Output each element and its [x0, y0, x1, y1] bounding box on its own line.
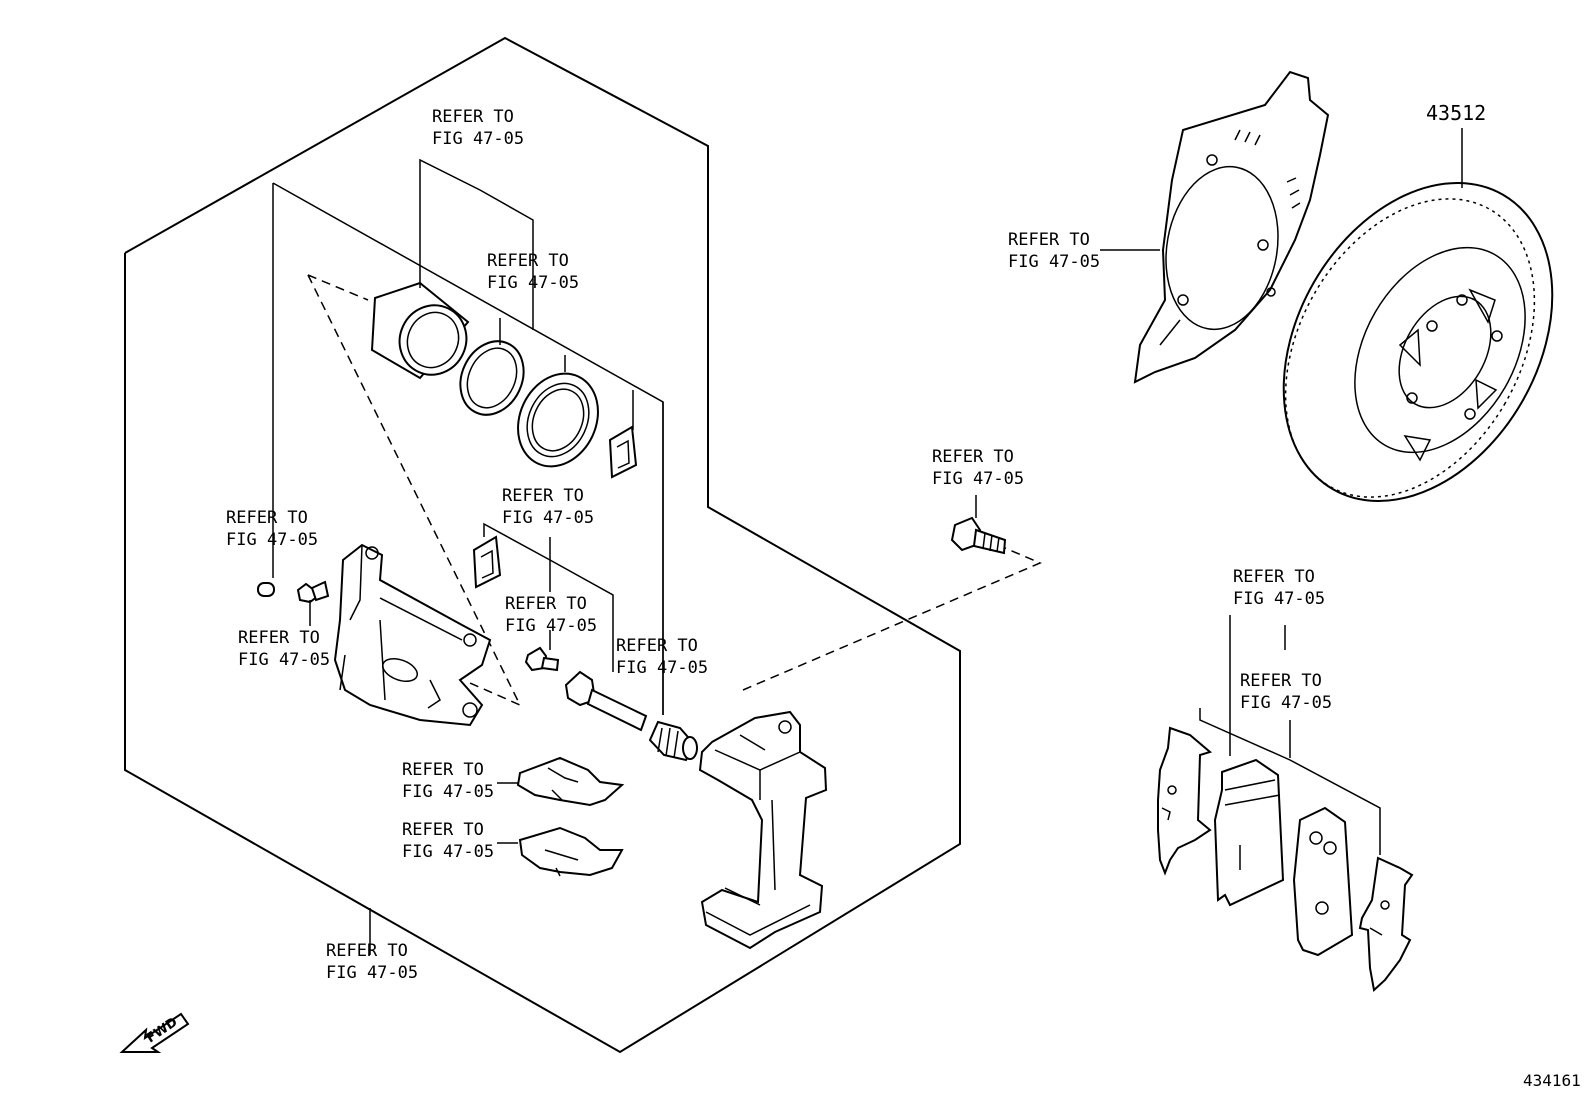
alignment-dash-left	[307, 274, 369, 301]
svg-text:FIG 47-05: FIG 47-05	[226, 530, 318, 550]
brake-rotor	[1282, 182, 1554, 502]
grease-pack-lower	[472, 535, 502, 589]
svg-text:REFER TO: REFER TO	[505, 594, 587, 614]
callout-caliper-assembly[interactable]: REFER TO FIG 47-05	[326, 941, 418, 983]
svg-text:FIG 47-05: FIG 47-05	[402, 842, 494, 862]
callout-pad-kit[interactable]: REFER TO FIG 47-05	[1233, 567, 1325, 609]
svg-text:REFER TO: REFER TO	[1240, 671, 1322, 691]
callout-bleeder-plug[interactable]: REFER TO FIG 47-05	[238, 628, 330, 670]
svg-text:FIG 47-05: FIG 47-05	[1008, 252, 1100, 272]
pad-clip-upper	[516, 756, 625, 807]
caliper-mounting-bracket	[698, 710, 828, 950]
svg-text:REFER TO: REFER TO	[616, 636, 698, 656]
svg-text:FIG 47-05: FIG 47-05	[326, 963, 418, 983]
dust-shield	[1133, 70, 1330, 384]
callout-slide-pin[interactable]: REFER TO FIG 47-05	[616, 636, 708, 678]
slide-pin	[564, 670, 648, 732]
pad-shim-outer	[1157, 726, 1213, 876]
svg-text:FIG 47-05: FIG 47-05	[932, 469, 1024, 489]
svg-text:REFER TO: REFER TO	[932, 447, 1014, 467]
brake-pad-outer	[1213, 758, 1285, 907]
pad-shim-inner	[1358, 856, 1414, 992]
svg-text:REFER TO: REFER TO	[1233, 567, 1315, 587]
svg-text:REFER TO: REFER TO	[238, 628, 320, 648]
svg-text:FIG 47-05: FIG 47-05	[238, 650, 330, 670]
callout-bleeder-cap[interactable]: REFER TO FIG 47-05	[226, 508, 318, 550]
leader-line	[1199, 708, 1381, 855]
callout-mount-bolt[interactable]: REFER TO FIG 47-05	[932, 447, 1024, 489]
piston	[370, 281, 470, 380]
svg-text:REFER TO: REFER TO	[402, 820, 484, 840]
rotor-part-number[interactable]: 43512	[1426, 101, 1486, 125]
svg-text:REFER TO: REFER TO	[502, 486, 584, 506]
grease-pack-upper	[608, 425, 638, 479]
svg-text:FIG 47-05: FIG 47-05	[432, 129, 524, 149]
caliper-body	[333, 543, 492, 727]
brake-pad-inner	[1292, 806, 1354, 957]
svg-text:FIG 47-05: FIG 47-05	[616, 658, 708, 678]
svg-text:FIG 47-05: FIG 47-05	[1240, 693, 1332, 713]
svg-text:FIG 47-05: FIG 47-05	[1233, 589, 1325, 609]
illustration-number: 434161	[1523, 1071, 1581, 1090]
pad-clip-lower	[518, 826, 624, 877]
svg-text:REFER TO: REFER TO	[487, 251, 569, 271]
svg-text:REFER TO: REFER TO	[326, 941, 408, 961]
leader-line	[419, 158, 534, 330]
alignment-dash-diag	[307, 274, 522, 707]
dust-boot	[517, 372, 599, 468]
svg-text:REFER TO: REFER TO	[432, 107, 514, 127]
callout-piston-seal-kit[interactable]: REFER TO FIG 47-05	[487, 251, 579, 293]
slide-pin-bolt	[524, 646, 560, 672]
callout-pad-shim-kit[interactable]: REFER TO FIG 47-05	[1240, 671, 1332, 713]
bleeder-cap	[257, 582, 275, 597]
svg-text:REFER TO: REFER TO	[1008, 230, 1090, 250]
callout-pad-clip-1[interactable]: REFER TO FIG 47-05	[402, 760, 494, 802]
alignment-dash-right	[742, 547, 1042, 691]
svg-text:REFER TO: REFER TO	[402, 760, 484, 780]
svg-text:FIG 47-05: FIG 47-05	[402, 782, 494, 802]
callout-grease-pack[interactable]: REFER TO FIG 47-05	[502, 486, 594, 528]
svg-text:REFER TO: REFER TO	[226, 508, 308, 528]
slide-pin-boot	[648, 720, 698, 762]
piston-seal	[459, 340, 525, 416]
svg-text:FIG 47-05: FIG 47-05	[505, 616, 597, 636]
svg-text:FIG 47-05: FIG 47-05	[502, 508, 594, 528]
callout-pad-clip-2[interactable]: REFER TO FIG 47-05	[402, 820, 494, 862]
assembly-boundary	[124, 36, 961, 1054]
bleeder-plug	[296, 580, 330, 604]
svg-text:FIG 47-05: FIG 47-05	[487, 273, 579, 293]
fwd-arrow: FWD	[119, 1012, 190, 1053]
callout-slide-pin-bolt[interactable]: REFER TO FIG 47-05	[505, 594, 597, 636]
mount-bolt	[950, 516, 1007, 555]
callout-dust-shield[interactable]: REFER TO FIG 47-05	[1008, 230, 1100, 272]
callout-piston-kit[interactable]: REFER TO FIG 47-05	[432, 107, 524, 149]
